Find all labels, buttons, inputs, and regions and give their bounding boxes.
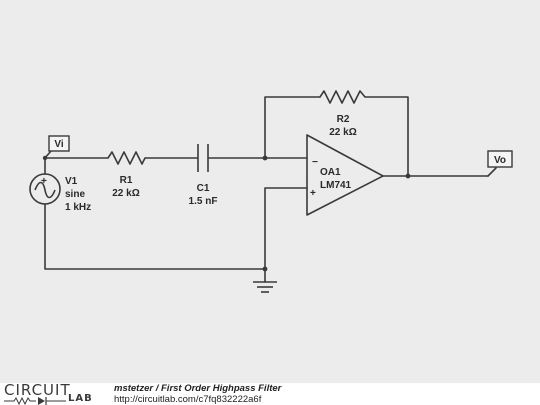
node-label-vi[interactable] [44, 135, 70, 159]
vi-label: Vi [54, 139, 63, 150]
opamp-minus-sign: − [312, 157, 318, 168]
footer-circuit-title[interactable]: First Order Highpass Filter [161, 383, 282, 394]
resistor-r1[interactable] [107, 151, 146, 165]
footer-caption: mstetzer / First Order Highpass Filter h… [114, 383, 281, 405]
c1-name: C1 [197, 183, 210, 194]
junction-dots [42, 155, 411, 272]
svg-text:+: + [41, 176, 47, 187]
voltage-source-v1[interactable]: + [29, 173, 61, 205]
oa1-name: OA1 [320, 167, 341, 178]
opamp-oa1[interactable] [306, 134, 384, 216]
r1-name: R1 [120, 175, 133, 186]
logo-lab-text: LAB [68, 393, 93, 404]
vo-label: Vo [494, 155, 506, 166]
footer-separator: / [153, 383, 161, 394]
ground-symbol [253, 281, 277, 293]
footer-title-line: mstetzer / First Order Highpass Filter [114, 383, 281, 394]
r2-name: R2 [337, 114, 350, 125]
v1-freq: 1 kHz [65, 202, 91, 213]
node-label-vo[interactable] [487, 150, 513, 177]
footer-author[interactable]: mstetzer [114, 383, 154, 394]
logo-circuit-text: CIRCUIT [4, 381, 71, 399]
circuitlab-logo[interactable]: CIRCUIT LAB [2, 381, 106, 405]
wires [44, 96, 489, 283]
r2-value: 22 kΩ [329, 127, 356, 138]
v1-type: sine [65, 189, 85, 200]
oa1-part: LM741 [320, 180, 352, 191]
footer-bar: CIRCUIT LAB mstetzer / First Order Highp… [0, 381, 540, 405]
c1-value: 1.5 nF [189, 196, 218, 207]
logo-circuit-glyph-icon [4, 396, 66, 405]
resistor-r2[interactable] [319, 90, 366, 104]
capacitor-c1[interactable] [197, 144, 209, 172]
footer-url[interactable]: http://circuitlab.com/c7fq832222a6f [114, 394, 262, 405]
v1-name: V1 [65, 176, 78, 187]
r1-value: 22 kΩ [112, 188, 139, 199]
opamp-plus-sign: + [310, 188, 316, 199]
